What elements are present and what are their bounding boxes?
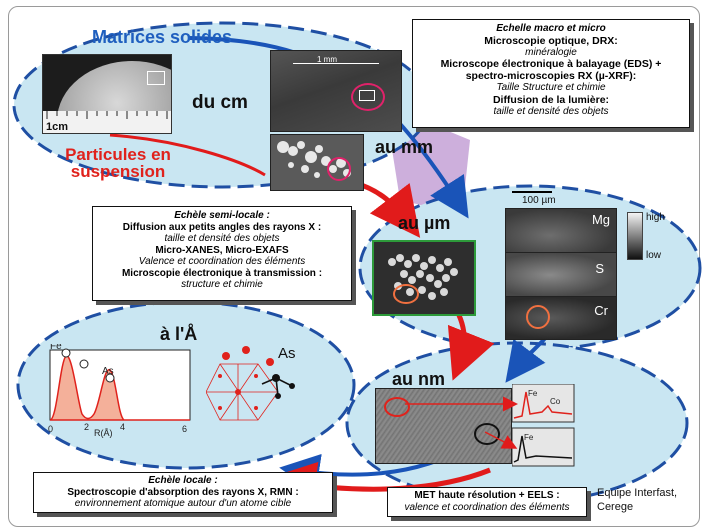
macro-item-2-name2: spectro-microscopies RX (µ-XRF): <box>465 70 637 83</box>
semi-local-line2: Micro-XANES, Micro-EXAFS <box>155 244 289 256</box>
xrf-map-mg-label: Mg <box>591 212 610 227</box>
peak-marker-as <box>105 373 115 383</box>
eels-spec2-fe: Fe <box>524 433 534 442</box>
exafs-tick-2: 2 <box>84 422 89 432</box>
xrf-scale-label: 100 µm <box>522 195 556 206</box>
semi-local-line1-desc: taille et densité des objets <box>164 233 280 244</box>
legend-low-label: low <box>646 250 662 261</box>
eels-spectrum-1-curve <box>513 391 573 419</box>
solid-matrices-title: Matrices solides <box>92 27 233 47</box>
exafs-tick-6: 6 <box>182 424 187 434</box>
exafs-tick-0: 0 <box>48 424 53 434</box>
micro-scale-bar <box>293 63 379 64</box>
semi-local-line1: Diffusion aux petits angles des rayons X… <box>122 221 322 233</box>
eels-spectra: Fe Co Fe <box>512 384 575 467</box>
macro-item-2-desc: Taille Structure et chimie <box>496 82 606 94</box>
met-box-desc: valence et coordination des éléments <box>404 501 570 513</box>
crystal-as-label: As <box>278 345 296 362</box>
semi-local-title: Echèle semi-locale : <box>174 210 270 221</box>
local-box-title: Echèle locale : <box>148 475 218 486</box>
particle-blobs <box>277 141 351 181</box>
scale-label-um: au µm <box>398 213 451 233</box>
exafs-tick-4: 4 <box>120 422 125 432</box>
tem-aggregate-blobs <box>388 254 458 304</box>
semi-local-line3-desc: structure et chimie <box>181 279 263 290</box>
macro-box-title: Echelle macro et micro <box>496 23 606 34</box>
highlight-circle-sem <box>351 83 385 111</box>
intensity-colorbar <box>627 212 643 260</box>
credit-line2: Cerege <box>597 501 634 514</box>
met-box: MET haute résolution + EELS : valence et… <box>387 487 587 517</box>
sample-photo <box>42 54 172 134</box>
exafs-plot: Fe As 0 2 4 6 R(Å) <box>48 344 191 438</box>
eels-spectrum-2-frame <box>512 427 575 467</box>
macro-item-2-name: Microscope électronique à balayage (EDS)… <box>440 58 662 71</box>
ruler-label: 1cm <box>46 121 69 133</box>
semi-local-line3: Microscopie électronique à transmission … <box>121 267 323 279</box>
scale-label-mm: au mm <box>375 137 434 157</box>
peak-marker-fe <box>61 348 71 358</box>
ruler-ticks <box>46 111 168 119</box>
met-box-title: MET haute résolution + EELS : <box>414 490 560 501</box>
suspended-particles-line2: suspension <box>70 162 166 181</box>
macro-item-1-name: Microscopie optique, DRX: <box>484 34 618 47</box>
eels-spectrum-2-curve <box>513 435 573 463</box>
scale-label-nm: au nm <box>392 369 446 389</box>
macro-item-3-name: Diffusion de la lumière: <box>492 93 610 106</box>
macro-item-1-desc: minéralogie <box>525 46 577 58</box>
macro-item-3-desc: taille et densité des objets <box>493 105 609 117</box>
xrf-map-s-label: S <box>595 261 604 276</box>
particle-micrograph <box>270 134 364 191</box>
eels-spec1-fe: Fe <box>528 389 538 398</box>
suspended-particles-line1: Particules en <box>65 145 171 164</box>
scale-label-cm: du cm <box>192 92 248 113</box>
ruler <box>43 111 171 133</box>
hrtem-image <box>375 388 512 464</box>
xrf-map-cr-circle <box>526 305 550 329</box>
xrf-map-mg: Mg <box>505 208 617 254</box>
xrf-map-s: S <box>505 252 617 298</box>
micro-scale-label: 1 mm <box>317 55 337 64</box>
tem-aggregate-image <box>372 240 476 316</box>
hrtem-black-circle <box>474 423 500 445</box>
semi-local-box: Echèle semi-locale : Diffusion aux petit… <box>92 206 352 301</box>
scale-label-angstrom: à l'Å <box>160 324 198 344</box>
credit-line1: Equipe Interfast, <box>597 487 678 499</box>
credit: Equipe Interfast, Cerege <box>597 486 677 515</box>
hrtem-red-circle <box>384 397 410 417</box>
eels-spec1-co: Co <box>550 397 561 406</box>
local-box: Echèle locale : Spectroscopie d'absorpti… <box>33 472 333 513</box>
xrf-map-cr-label: Cr <box>594 303 608 318</box>
xrf-scale-bar <box>512 191 552 193</box>
crystal-structure: As <box>206 345 296 421</box>
sem-micrograph: 1 mm <box>270 50 402 132</box>
macro-techniques-box: Echelle macro et micro Microscopie optiq… <box>412 19 690 128</box>
exafs-peak-as: As <box>102 366 114 377</box>
exafs-xlabel: R(Å) <box>94 428 113 438</box>
local-box-line1: Spectroscopie d'absorption des rayons X,… <box>67 486 299 498</box>
red-arrow-left <box>109 133 266 177</box>
xrf-map-cr: Cr <box>505 296 617 340</box>
zoom-square <box>147 71 165 85</box>
local-box-line1-desc: environnement atomique autour d'un atome… <box>74 498 292 509</box>
exafs-peak-fe: Fe <box>50 344 62 352</box>
suspended-particles-title: Particules en suspension <box>48 146 188 180</box>
semi-local-line2-desc: Valence et coordination des éléments <box>138 256 306 267</box>
legend-high-label: high <box>646 212 665 223</box>
peak-marker-2 <box>79 359 89 369</box>
highlight-square-sem <box>359 90 375 101</box>
